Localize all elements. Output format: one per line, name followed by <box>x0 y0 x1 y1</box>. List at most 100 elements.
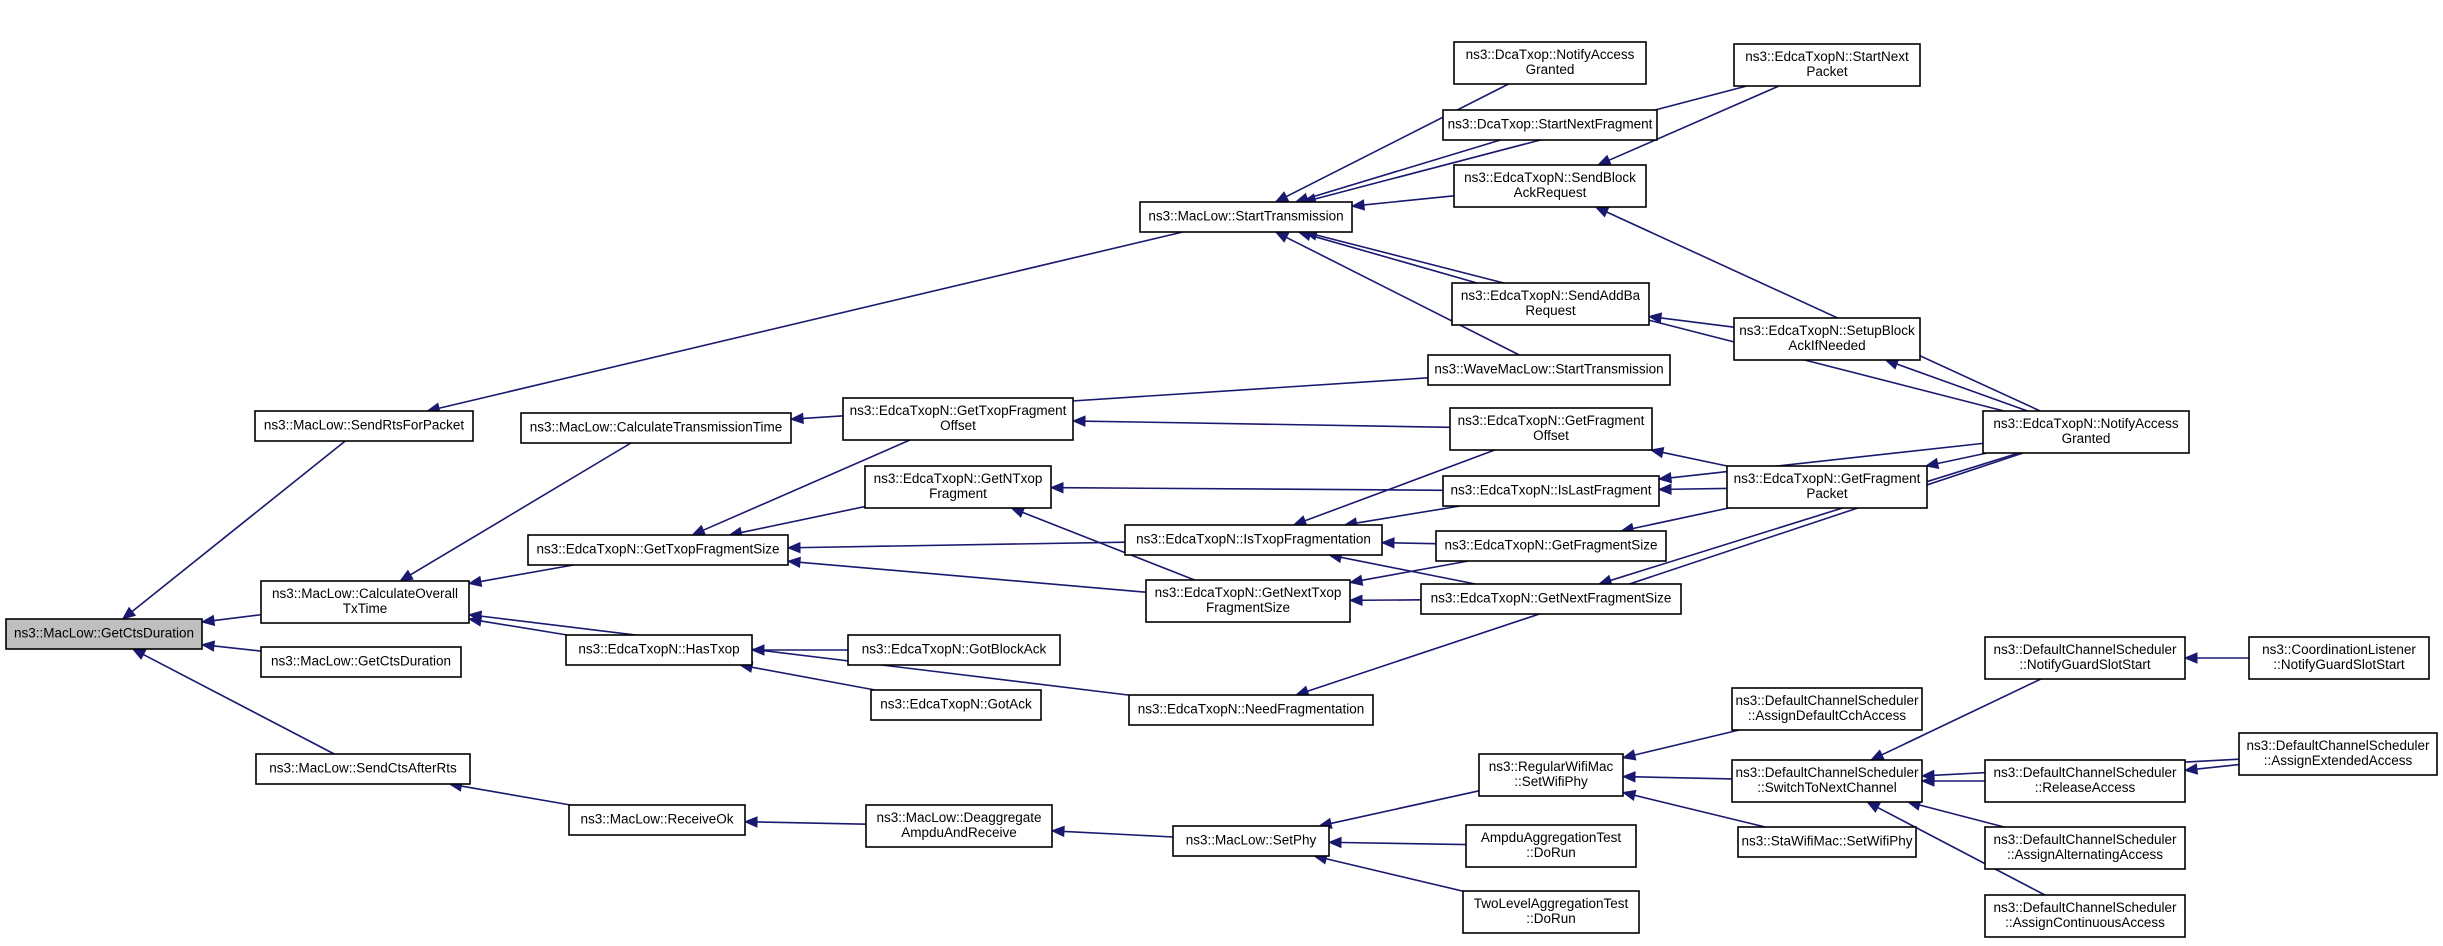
function-node-calcTransTime[interactable]: ns3::MacLow::CalculateTransmissionTime <box>520 412 792 444</box>
function-node-receiveOk[interactable]: ns3::MacLow::ReceiveOk <box>568 804 746 836</box>
call-edge-assignAlternating-to-switchToNext <box>1906 799 2005 828</box>
edge-line <box>1304 449 1495 522</box>
arrowhead-icon <box>1649 446 1665 459</box>
function-node-gotBlockAck[interactable]: ns3::EdcaTxopN::GotBlockAck <box>847 634 1061 666</box>
node-label-line: ns3::MacLow::CalculateTransmissionTime <box>530 420 783 435</box>
arrowhead-icon <box>467 610 483 622</box>
function-node-sendRtsForPacket[interactable]: ns3::MacLow::SendRtsForPacket <box>254 410 474 442</box>
edge-line <box>410 442 632 576</box>
call-edge-getNTxopFrag-to-getTxopFragSize <box>728 505 866 539</box>
node-label-line: ns3::EdcaTxopN::HasTxop <box>578 642 739 657</box>
arrowhead-icon <box>750 644 765 656</box>
node-label-line: Packet <box>1806 64 1848 79</box>
arrowhead-icon <box>2183 763 2199 775</box>
node-label-line: ::DoRun <box>1526 911 1576 926</box>
edge-line <box>1877 806 2046 896</box>
function-node-getNextFragSize[interactable]: ns3::EdcaTxopN::GetNextFragmentSize <box>1420 583 1682 615</box>
node-label-line: ::DoRun <box>1526 845 1576 860</box>
function-node-dcaStartNext[interactable]: ns3::DcaTxop::StartNextFragment <box>1442 109 1658 141</box>
edge-line <box>1634 776 1733 780</box>
function-node-needFrag[interactable]: ns3::EdcaTxopN::NeedFragmentation <box>1128 694 1374 726</box>
node-label-line: ns3::DefaultChannelScheduler <box>1993 900 2177 915</box>
node-label-line: ns3::MacLow::CalculateOverall <box>272 586 458 601</box>
edge-line <box>703 439 911 531</box>
node-label-line: ns3::DefaultChannelScheduler <box>1993 832 2177 847</box>
function-node-twoLevelTest[interactable]: TwoLevelAggregationTest::DoRun <box>1462 890 1640 934</box>
node-label-line: ns3::EdcaTxopN::SendAddBa <box>1461 288 1641 303</box>
call-edge-assignExtended-to-releaseAccess <box>2183 763 2240 775</box>
node-label-line: ns3::EdcaTxopN::SetupBlock <box>1739 323 1915 338</box>
function-node-assignContinuous[interactable]: ns3::DefaultChannelScheduler::AssignCont… <box>1984 894 2186 938</box>
function-node-regularSetWifiPhy[interactable]: ns3::RegularWifiMac::SetWifiPhy <box>1478 753 1624 797</box>
function-node-sendCtsAfterRts[interactable]: ns3::MacLow::SendCtsAfterRts <box>255 753 471 785</box>
arrowhead-icon <box>1327 836 1342 849</box>
arrowhead-icon <box>743 816 758 828</box>
node-box <box>1731 687 1923 731</box>
node-label-line: Granted <box>1526 62 1575 77</box>
node-label-line: ns3::EdcaTxopN::GetNextFragmentSize <box>1431 591 1672 606</box>
function-node-assignExtended[interactable]: ns3::DefaultChannelScheduler::AssignExte… <box>2238 732 2438 776</box>
function-node-setPhy[interactable]: ns3::MacLow::SetPhy <box>1172 825 1330 857</box>
node-box <box>260 646 462 678</box>
edge-line <box>213 613 262 622</box>
node-box <box>1984 636 2186 680</box>
node-box <box>1442 475 1660 507</box>
function-node-notifyGuardSlot[interactable]: ns3::DefaultChannelScheduler::NotifyGuar… <box>1984 636 2186 680</box>
function-node-gotAck[interactable]: ns3::EdcaTxopN::GotAck <box>870 689 1042 721</box>
arrowhead-icon <box>131 648 147 660</box>
function-node-releaseAccess[interactable]: ns3::DefaultChannelScheduler::ReleaseAcc… <box>1984 759 2186 803</box>
function-node-root[interactable]: ns3::MacLow::GetCtsDuration <box>5 618 203 650</box>
edge-line <box>1306 139 1501 200</box>
function-node-ampduTest[interactable]: AmpduAggregationTest::DoRun <box>1465 824 1637 868</box>
call-edge-calcTransTime-to-calcOverall <box>399 442 632 582</box>
edge-line <box>1361 560 1469 582</box>
edge-line <box>1662 451 1728 467</box>
function-node-hasTxop[interactable]: ns3::EdcaTxopN::HasTxop <box>565 634 753 666</box>
function-node-assignDefaultCch[interactable]: ns3::DefaultChannelScheduler::AssignDefa… <box>1731 687 1923 731</box>
node-box <box>1733 317 1921 361</box>
node-box <box>870 689 1042 721</box>
edge-line <box>461 785 571 806</box>
function-node-getFragSize[interactable]: ns3::EdcaTxopN::GetFragmentSize <box>1435 530 1667 562</box>
arrowhead-icon <box>786 556 801 569</box>
function-node-staSetWifiPhy[interactable]: ns3::StaWifiMac::SetWifiPhy <box>1737 826 1917 858</box>
function-node-switchToNext[interactable]: ns3::DefaultChannelScheduler::SwitchToNe… <box>1731 759 1923 803</box>
call-edge-sendBlockAckReq-to-startTransmission <box>1350 194 1455 211</box>
function-node-coordListener[interactable]: ns3::CoordinationListener::NotifyGuardSl… <box>2248 636 2430 680</box>
call-edge-notifyAccessGranted-to-setupBlockAck <box>1884 358 2028 412</box>
function-node-isTxopFrag[interactable]: ns3::EdcaTxopN::IsTxopFragmentation <box>1124 524 1383 556</box>
function-node-getTxopFragSize[interactable]: ns3::EdcaTxopN::GetTxopFragmentSize <box>527 534 789 566</box>
call-edge-needFrag-to-calcOverall <box>467 610 1130 696</box>
edge-line <box>1330 790 1480 825</box>
function-node-getCtsDuration2[interactable]: ns3::MacLow::GetCtsDuration <box>260 646 462 678</box>
node-label-line: ns3::RegularWifiMac <box>1489 759 1614 774</box>
node-label-line: ns3::CoordinationListener <box>2262 642 2416 657</box>
function-node-waveStart[interactable]: ns3::WaveMacLow::StartTransmission <box>1427 354 1671 386</box>
edge-line <box>480 564 574 583</box>
node-box <box>1145 579 1351 623</box>
node-label-line: TwoLevelAggregationTest <box>1474 896 1629 911</box>
node-label-line: ns3::EdcaTxopN::StartNext <box>1745 49 1909 64</box>
node-box <box>1726 465 1928 509</box>
function-node-isLastFrag[interactable]: ns3::EdcaTxopN::IsLastFragment <box>1442 475 1660 507</box>
call-edge-getFragPacket-to-getFragOffset <box>1649 446 1728 467</box>
arrowhead-icon <box>1647 312 1663 324</box>
function-node-startTransmission[interactable]: ns3::MacLow::StartTransmission <box>1139 201 1353 233</box>
edge-line <box>2196 763 2240 770</box>
function-node-assignAlternating[interactable]: ns3::DefaultChannelScheduler::AssignAlte… <box>1984 826 2186 870</box>
edge-line <box>1660 317 1735 329</box>
arrowhead-icon <box>1274 191 1290 203</box>
